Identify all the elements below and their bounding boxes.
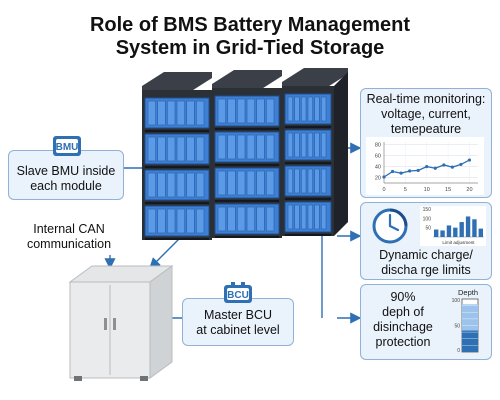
data-point xyxy=(408,169,412,173)
bmu-text: Slave BMU inside each module xyxy=(8,164,124,194)
battery-icon: BCU xyxy=(224,282,252,303)
data-point xyxy=(433,166,437,170)
monitor-text: Real-time monitoring: voltage, current, … xyxy=(360,92,492,137)
limits-line-1: Dynamic charge/ xyxy=(379,248,473,262)
title-line-2: System in Grid-Tied Storage xyxy=(115,37,385,59)
bar xyxy=(446,225,452,237)
bcu-badge: BCU xyxy=(223,282,253,304)
bar xyxy=(453,227,458,237)
data-point xyxy=(459,162,463,167)
bar xyxy=(472,219,477,237)
data-point xyxy=(425,165,429,169)
data-point xyxy=(467,158,472,162)
x-tick-label: 20 xyxy=(466,187,472,193)
bmu-line-2: each module xyxy=(30,179,102,193)
y-tick-label: 20 xyxy=(375,176,381,182)
monitor-line-3: temepeature xyxy=(390,122,462,136)
y-tick-label: 50 xyxy=(425,226,431,232)
data-point xyxy=(442,163,446,167)
bmu-line-1: Slave BMU inside xyxy=(16,164,116,178)
bcu-line-1: Master BCU xyxy=(203,308,273,322)
bar xyxy=(459,222,464,237)
x-tick-label: 15 xyxy=(445,187,451,193)
title-line-1: Role of BMS Battery Management xyxy=(89,14,411,36)
bcu-line-2: at cabinet level xyxy=(196,323,280,337)
depth-text: 90% deph of disinchage protection xyxy=(362,290,444,350)
monitoring-line-chart: 20 40 60 80 0 5 10 15 20 xyxy=(366,137,484,195)
y-tick-label: 80 xyxy=(375,143,381,149)
data-point xyxy=(450,165,454,169)
bar xyxy=(434,229,439,237)
y-tick-label: 0 xyxy=(457,348,460,354)
diagram-title: Role of BMS Battery Management System in… xyxy=(40,14,460,60)
bcu-text: Master BCU at cabinet level xyxy=(182,308,294,338)
data-point xyxy=(382,175,386,179)
y-tick-label: 150 xyxy=(423,207,432,213)
data-point xyxy=(416,168,420,173)
bar xyxy=(440,230,445,237)
bar xyxy=(478,228,483,237)
data-point xyxy=(390,169,395,174)
data-point xyxy=(399,171,403,175)
limits-text: Dynamic charge/ discha rge limits xyxy=(360,248,492,278)
limits-line-2: discha rge limits xyxy=(381,263,471,277)
depth-line-2: deph of xyxy=(382,305,424,319)
can-label: Internal CAN communication xyxy=(14,222,124,252)
gauge-fill-deep xyxy=(462,330,478,352)
y-tick-label: 50 xyxy=(454,324,460,330)
chart-caption: Limit adjusment xyxy=(442,240,475,245)
can-line-1: Internal CAN xyxy=(33,222,105,236)
y-tick-label: 100 xyxy=(423,216,432,222)
bmu-badge: BMU xyxy=(52,135,82,157)
y-tick-label: 100 xyxy=(452,298,461,304)
gauge-title: Depth xyxy=(458,288,478,297)
rack-3 xyxy=(282,68,348,236)
bmu-badge-text: BMU xyxy=(56,142,79,153)
depth-line-1: 90% xyxy=(390,290,416,304)
y-tick-label: 40 xyxy=(375,165,381,171)
x-tick-label: 10 xyxy=(424,187,430,193)
x-tick-label: 0 xyxy=(382,187,385,193)
rack-1 xyxy=(142,72,212,240)
rack-2 xyxy=(212,70,282,238)
bcu-badge-text: BCU xyxy=(227,290,249,301)
can-line-2: communication xyxy=(26,237,112,251)
depth-line-3: disinchage xyxy=(373,320,433,334)
x-tick-label: 5 xyxy=(404,187,407,193)
y-tick-label: 60 xyxy=(375,154,381,160)
clock-icon xyxy=(372,208,408,244)
depth-gauge-chart: Depth 0 50 100 xyxy=(452,288,479,354)
monitor-line-1: Real-time monitoring: xyxy=(366,92,486,106)
depth-line-4: protection xyxy=(375,335,431,349)
bar xyxy=(465,216,471,237)
chip-icon: BMU xyxy=(53,136,81,156)
monitor-line-2: voltage, current, xyxy=(381,107,471,121)
